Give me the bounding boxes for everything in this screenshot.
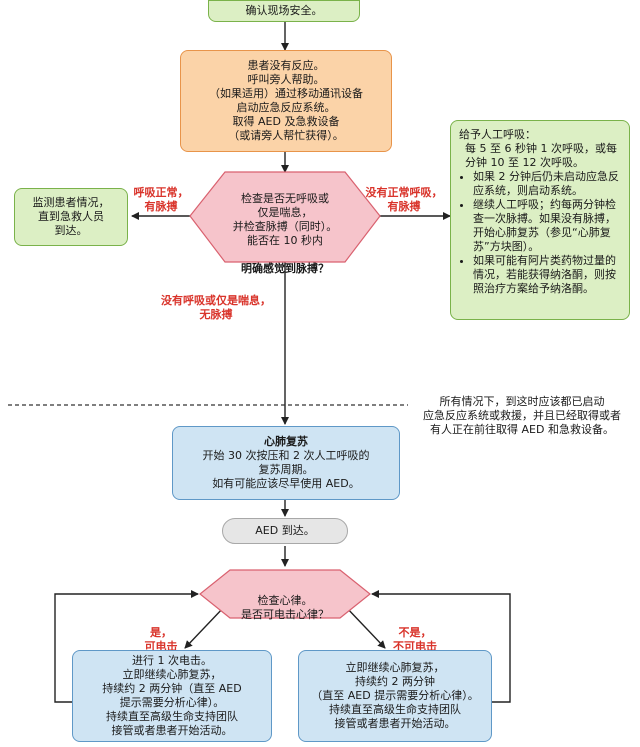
no-shock-text: 立即继续心肺复苏， 持续约 2 两分钟 （直至 AED 提示需要分析心律）。 持… [311,661,479,730]
aed-arrived-box: AED 到达。 [222,518,348,544]
check2-text: 检查心律。 是否可电击心律？ [241,594,329,621]
check1-text: 检查是否无呼吸或 仅是喘息， 并检查脉搏（同时）。 能否在 10 秒内 [232,192,338,247]
monitor-box: 监测患者情况， 直到急救人员 到达。 [14,188,128,246]
no-shock-box: 立即继续心肺复苏， 持续约 2 两分钟 （直至 AED 提示需要分析心律）。 持… [298,650,492,742]
rescue-title: 给予人工呼吸： [459,128,536,141]
label-abnormal-breathing: 没有正常呼吸， 有脉搏 [365,186,443,213]
label-normal-breathing: 呼吸正常， 有脉搏 [133,186,189,213]
rescue-intro: 每 5 至 6 秒钟 1 次呼吸，或每 分钟 10 至 12 次呼吸。 [465,142,617,169]
label-no-breathing: 没有呼吸或仅是喘息， 无脉搏 [161,294,271,321]
loop-noshock-to-check2 [371,590,511,703]
cpr-text: 开始 30 次按压和 2 次人工呼吸的 复苏周期。 如有可能应该尽早使用 AED… [202,449,370,490]
shock-box: 进行 1 次电击。 立即继续心肺复苏， 持续约 2 两分钟（直至 AED 提示需… [72,650,272,742]
check1-text-wrapper: 检查是否无呼吸或 仅是喘息， 并检查脉搏（同时）。 能否在 10 秒内 明确感觉… [210,178,360,276]
start-text: 确认现场安全。 [245,4,323,17]
decision-shape-check1 [189,171,381,263]
step1-text: 患者没有反应。 呼叫旁人帮助。 （如果适用）通过移动通讯设备 启动应急反应系统。… [209,59,363,142]
decision-shape-check2 [199,569,371,619]
aed-text: AED 到达。 [255,524,315,537]
note-text: 所有情况下，到这时应该都已启动 应急反应系统或救援，并且已经取得或者 有人正在前… [423,395,621,436]
step1-box: 患者没有反应。 呼叫旁人帮助。 （如果适用）通过移动通讯设备 启动应急反应系统。… [180,50,392,152]
label-shockable: 是， 可电击 [144,626,178,653]
rescue-bullet: 如果 2 分钟后仍未启动应急反应系统，则启动系统。 [473,170,621,198]
monitor-text: 监测患者情况， 直到急救人员 到达。 [32,196,110,237]
rescue-bullets: 如果 2 分钟后仍未启动应急反应系统，则启动系统。 继续人工呼吸；约每两分钟检查… [459,170,621,296]
check1-question: 明确感觉到脉搏？ [241,262,329,275]
cpr-box: 心肺复苏 开始 30 次按压和 2 次人工呼吸的 复苏周期。 如有可能应该尽早使… [172,426,400,500]
rescue-breathing-box: 给予人工呼吸： 每 5 至 6 秒钟 1 次呼吸，或每 分钟 10 至 12 次… [450,120,630,320]
start-box: 确认现场安全。 [208,0,360,22]
cpr-title: 心肺复苏 [264,435,308,448]
label-not-shockable: 不是， 不可电击 [393,626,437,653]
rescue-bullet: 如果可能有阿片类药物过量的情况，若能获得纳洛酮，则按照治疗方案给予纳洛酮。 [473,254,621,296]
arrow-check2-to-noshock [344,605,386,649]
rescue-bullet: 继续人工呼吸；约每两分钟检查一次脉搏。如果没有脉搏，开始心肺复苏（参见“心肺复苏… [473,198,621,254]
arrow-check2-to-shock [184,605,226,649]
loop-shock-to-check2 [54,590,199,703]
shock-text: 进行 1 次电击。 立即继续心肺复苏， 持续约 2 两分钟（直至 AED 提示需… [102,654,242,737]
